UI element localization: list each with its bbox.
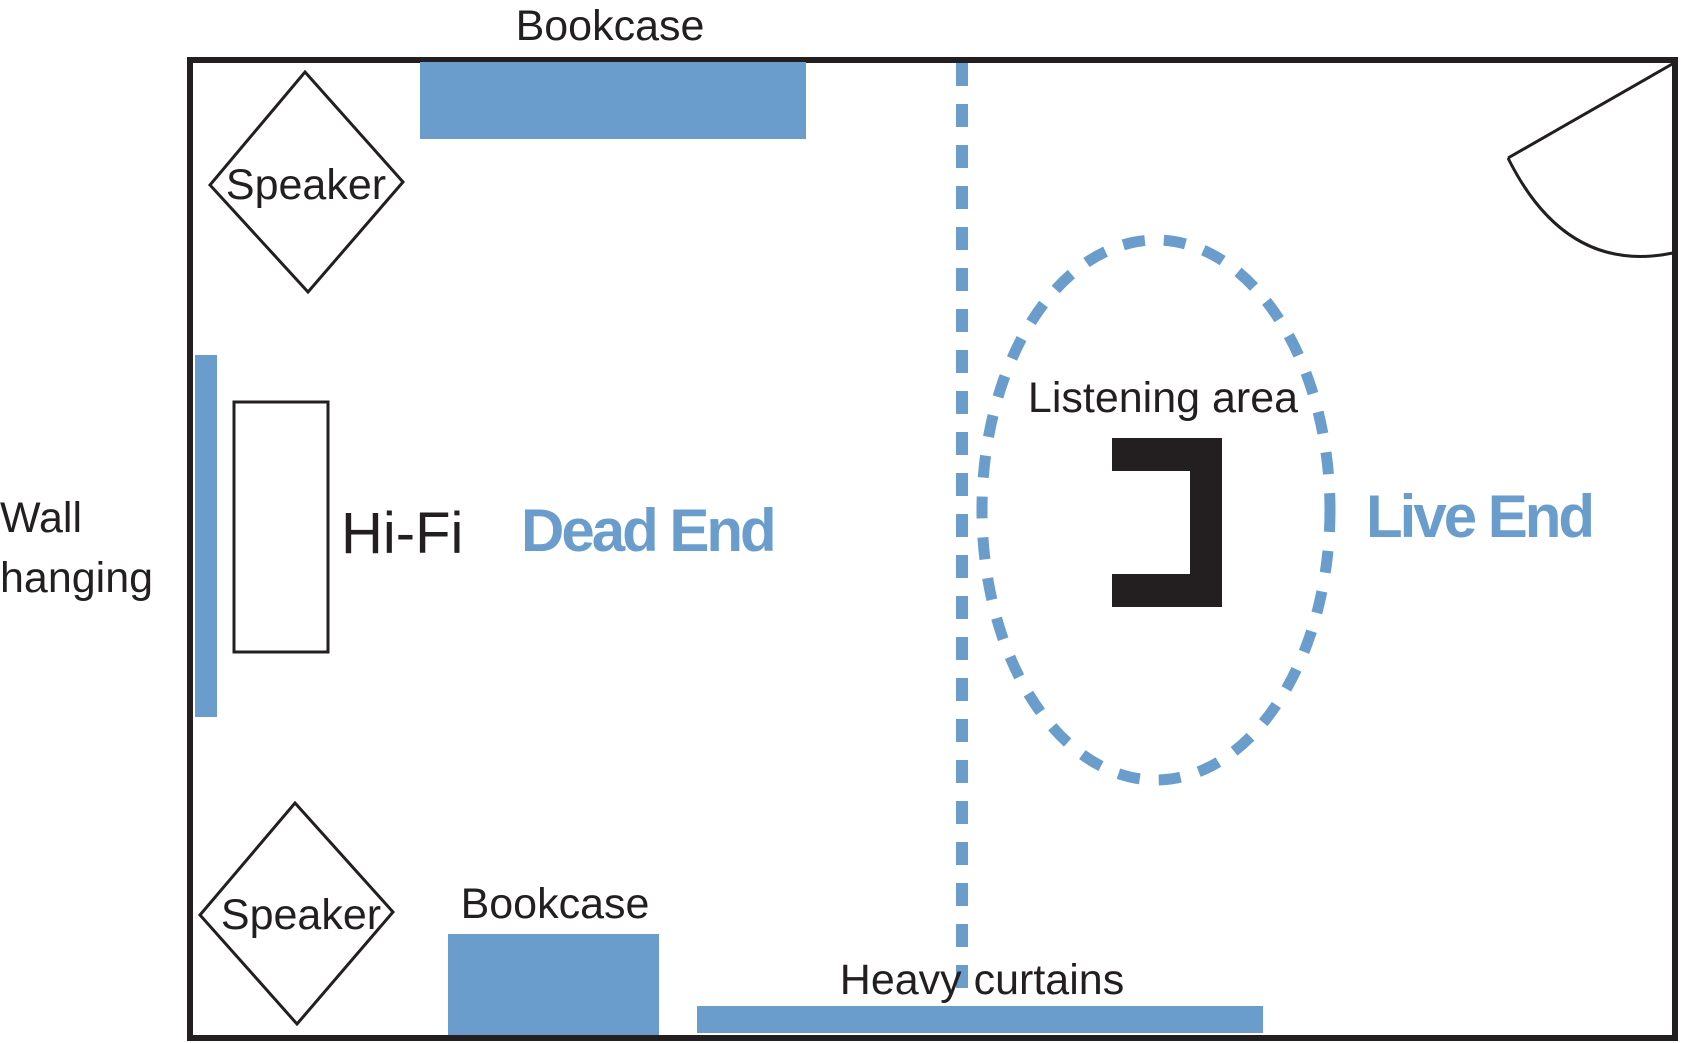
wall-hanging-label-2: hanging [0,554,153,602]
room-walls [187,57,1678,1041]
listening-area-label: Listening area [1028,374,1298,422]
wall-hanging [195,355,217,717]
speaker-top-label: Speaker [226,161,386,209]
speaker-bottom [198,800,395,1027]
wall-hanging-label: Wall [0,494,82,542]
door-leaf [1507,61,1675,160]
bookcase-top [420,62,806,139]
speaker-bottom-label: Speaker [221,891,381,939]
bookcase-bottom [448,934,659,1035]
speaker-top [208,69,405,295]
listening-area-boundary [976,234,1336,786]
heavy-curtains-label: Heavy curtains [840,956,1124,1004]
hifi-unit [232,400,330,654]
live-end-label: Live End [1366,483,1592,550]
listening-seat [1112,438,1222,607]
heavy-curtains [697,1006,1263,1033]
dead-end-label: Dead End [521,497,774,564]
hifi-label: Hi-Fi [341,501,463,566]
bookcase-top-label: Bookcase [516,2,705,50]
door-swing [1506,157,1674,258]
bookcase-bottom-label: Bookcase [461,880,650,928]
